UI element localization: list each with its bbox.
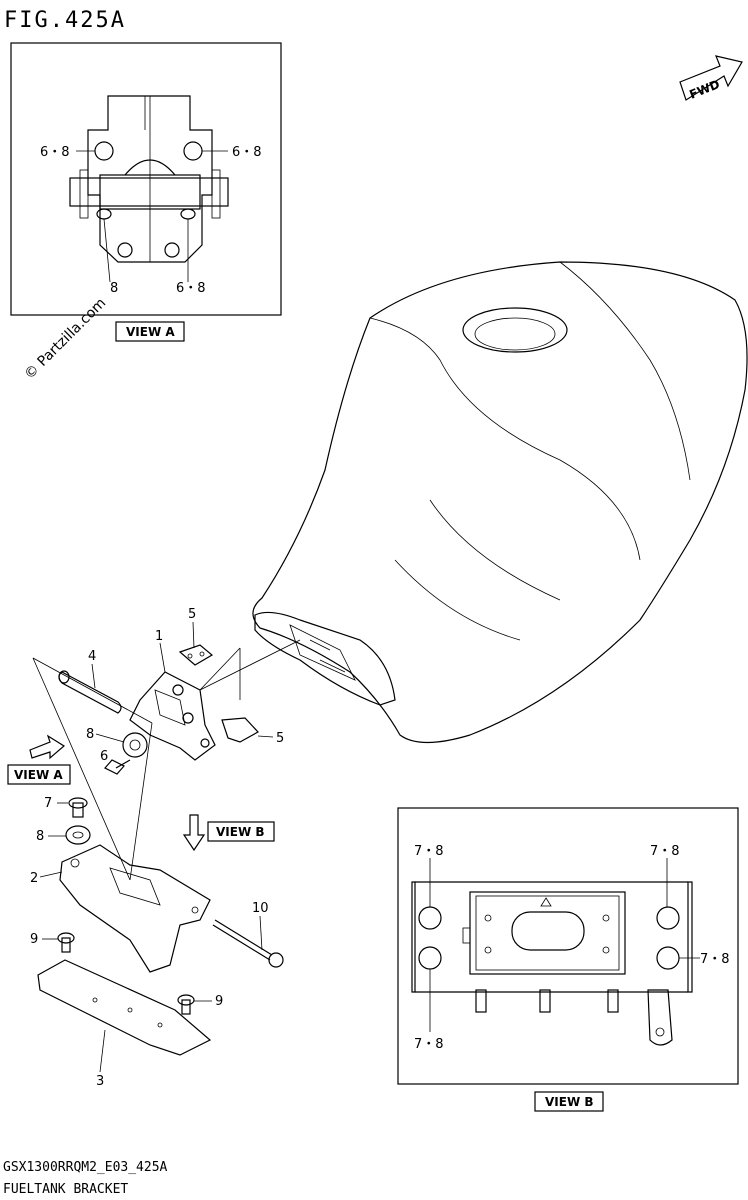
view-b-inset: 7・8 7・8 7・8 7・8 VIEW B: [397, 807, 739, 1112]
footer-name: FUELTANK BRACKET: [3, 1182, 128, 1197]
part-3-plate: [37, 959, 212, 1056]
fwd-arrow-icon: FWD: [679, 55, 743, 102]
callout-10: 10: [252, 901, 269, 916]
callout-5a: 5: [188, 607, 196, 622]
fuel-tank: [252, 261, 748, 744]
part-10-bolt: [212, 919, 284, 968]
callout-9b: 9: [215, 994, 223, 1009]
view-a-hole: [183, 141, 203, 161]
callout-3: 3: [96, 1074, 104, 1089]
view-a-callout: 6・8: [232, 145, 262, 160]
view-a-hole: [94, 141, 114, 161]
view-b-pointer: VIEW B: [182, 814, 275, 852]
callout-4: 4: [88, 649, 96, 664]
view-a-pointer: VIEW A: [7, 734, 71, 785]
view-b-callout: 7・8: [650, 844, 680, 859]
view-b-callout: 7・8: [414, 844, 444, 859]
callout-1: 1: [155, 629, 163, 644]
svg-text:VIEW B: VIEW B: [216, 825, 265, 839]
callout-6: 6: [100, 749, 108, 764]
view-b-callout: 7・8: [414, 1037, 444, 1052]
part-4-rod: [58, 670, 122, 714]
watermark: © Partzilla.com: [22, 295, 110, 383]
callout-5b: 5: [276, 731, 284, 746]
callout-9a: 9: [30, 932, 38, 947]
part-6-bolt: [104, 759, 131, 775]
part-5-cushion: [221, 717, 259, 743]
view-a-callout: 6・8: [40, 145, 70, 160]
view-a-callout: 8: [110, 281, 118, 296]
callouts: 1 2 3 4 5 5 6 7 8 8 9 9 10: [30, 607, 284, 1089]
view-b-hole: [656, 906, 680, 930]
part-7-bolt: [68, 797, 88, 818]
part-9-bolt: [57, 932, 75, 953]
part-8-grommet: [122, 732, 148, 758]
part-8-grommet: [65, 825, 91, 845]
part-9-bolt: [177, 994, 195, 1015]
part-1-bracket: [129, 671, 216, 761]
callout-2: 2: [30, 871, 38, 886]
footer-code: GSX1300RRQM2_E03_425A: [3, 1160, 168, 1175]
view-a-inset: 6・8 6・8 8 6・8 VIEW A: [10, 42, 282, 342]
view-b-hole: [418, 946, 442, 970]
callout-8a: 8: [86, 727, 94, 742]
view-a-callout: 6・8: [176, 281, 206, 296]
part-2-bracket: [59, 844, 211, 973]
part-5-cushion: [178, 644, 214, 666]
figure-title: FIG.425A: [4, 8, 126, 33]
svg-text:VIEW A: VIEW A: [14, 768, 63, 782]
callout-8b: 8: [36, 829, 44, 844]
view-b-label: VIEW B: [545, 1095, 594, 1109]
view-a-label: VIEW A: [126, 325, 175, 339]
callout-7: 7: [44, 796, 52, 811]
view-b-hole: [418, 906, 442, 930]
view-b-callout: 7・8: [700, 952, 730, 967]
view-b-hole: [656, 946, 680, 970]
